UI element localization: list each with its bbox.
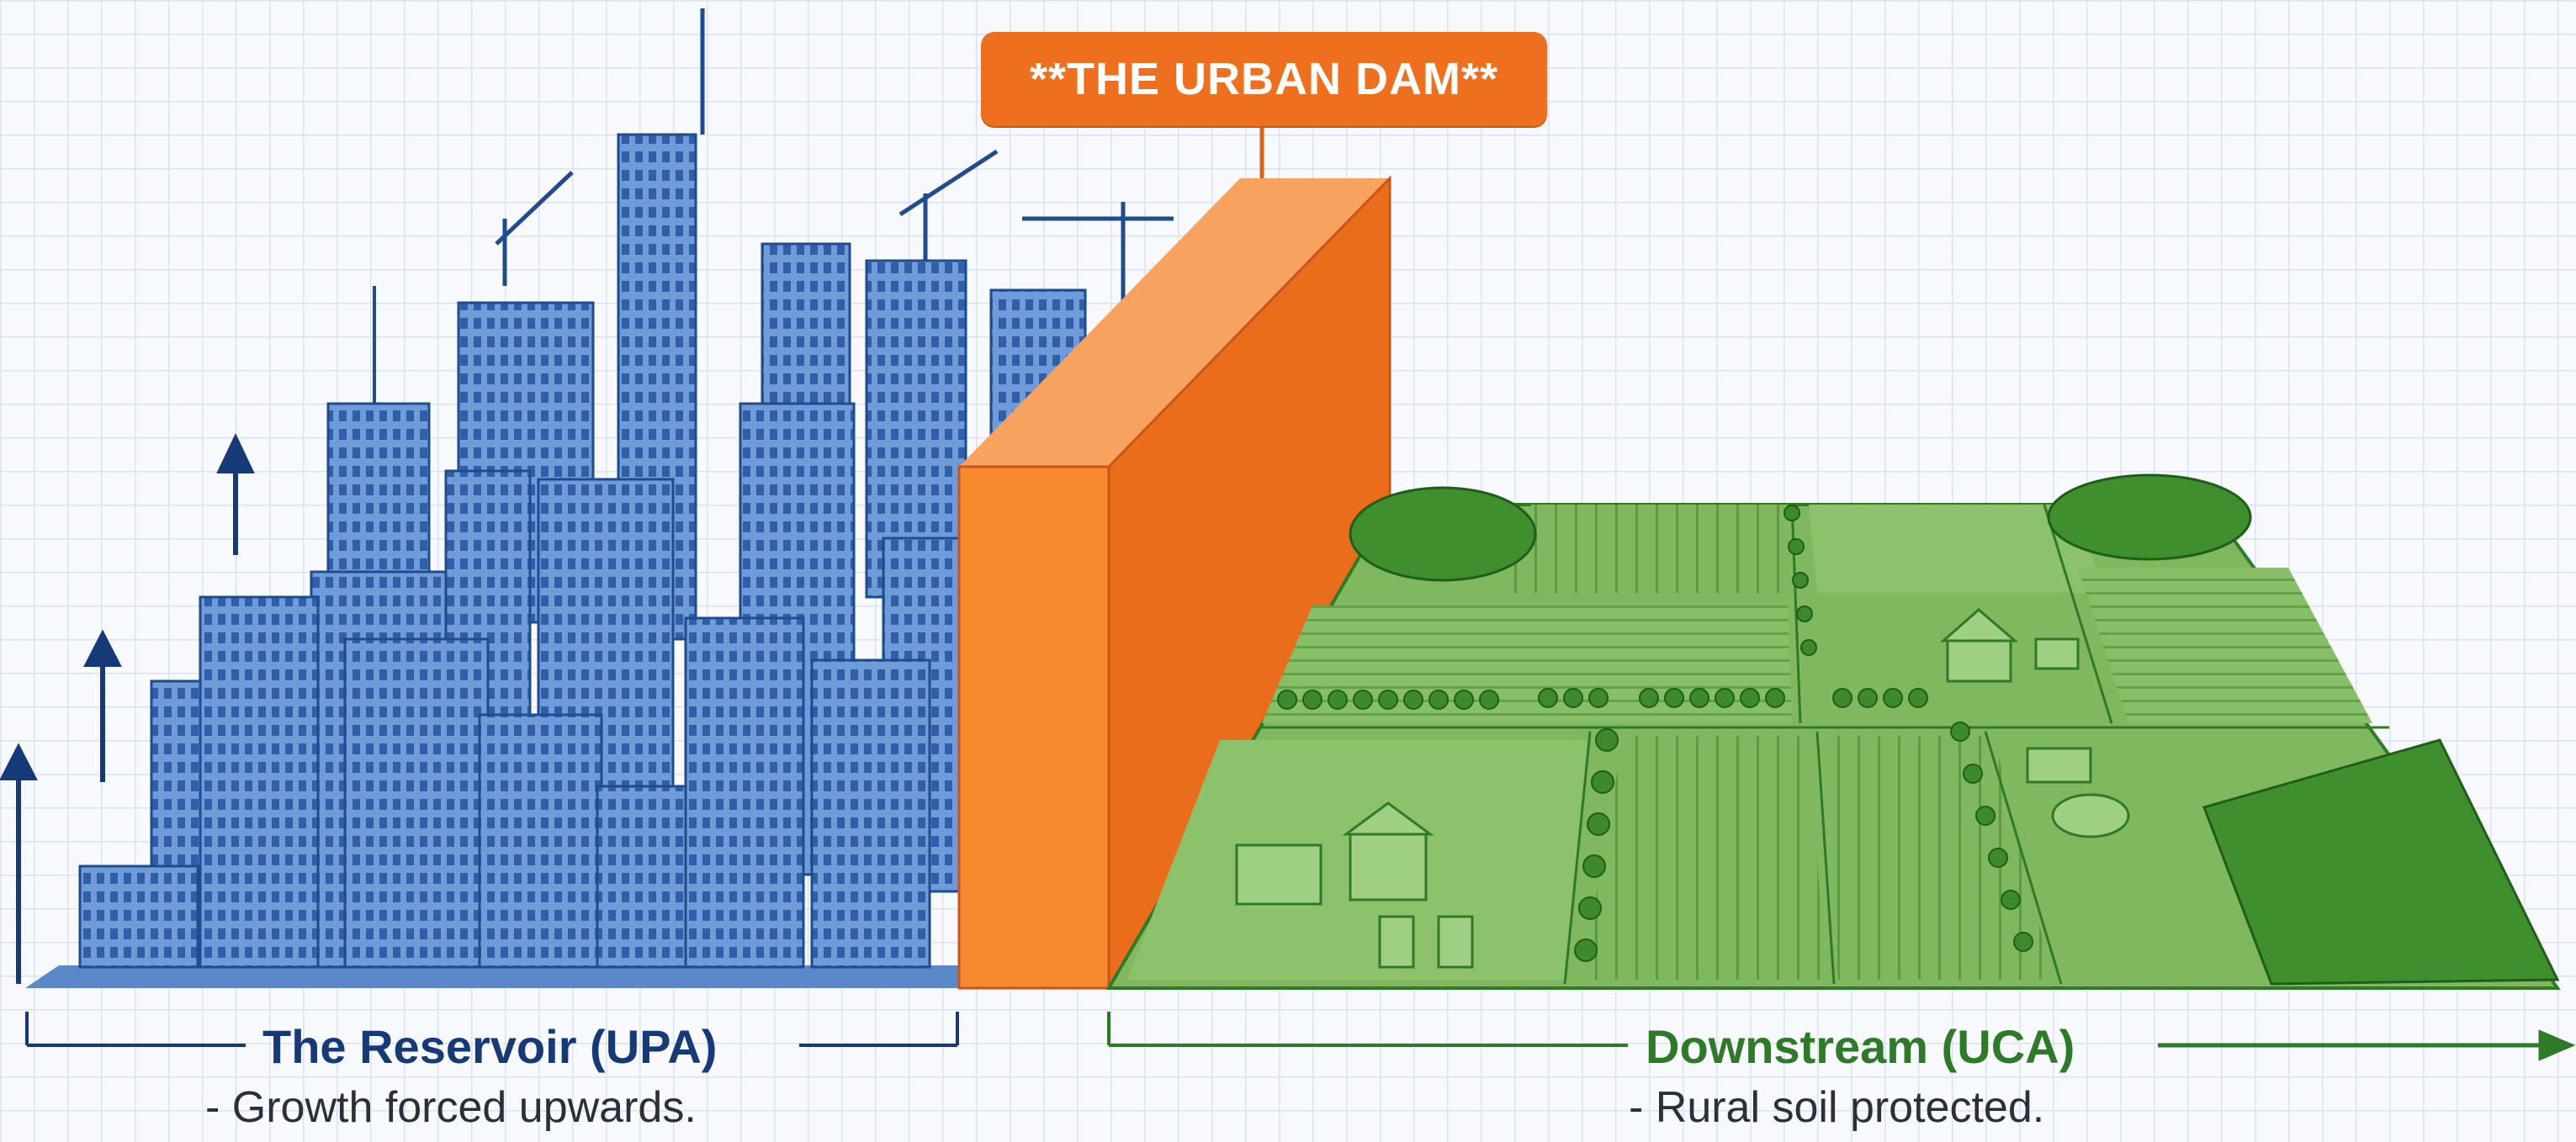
downstream-bracket: [1107, 1012, 1628, 1047]
barn-icon: [1235, 608, 2130, 969]
downstream-title: Downstream (UCA): [1646, 1020, 2075, 1073]
city-front-buildings: [78, 595, 931, 969]
reservoir-subtitle: - Growth forced upwards.: [205, 1083, 697, 1132]
city-reservoir: [0, 8, 1174, 988]
reservoir-title: The Reservoir (UPA): [262, 1020, 718, 1073]
dam-front-face: [957, 465, 1110, 990]
field: [1809, 505, 2107, 593]
reservoir-bracket: [25, 1012, 959, 1047]
dam-top: [959, 178, 1390, 467]
city-ground: [25, 965, 959, 988]
rural-downstream: [1105, 473, 2576, 1061]
crane-icon: [495, 149, 1174, 320]
woodland: [1349, 473, 2560, 986]
right-arrow-icon: [2158, 1029, 2576, 1061]
downstream-subtitle: - Rural soil protected.: [1629, 1083, 2045, 1132]
tree-icon: [1277, 505, 2033, 962]
field: [2078, 568, 2372, 723]
field: [1582, 736, 1826, 980]
up-arrow-icon: [0, 432, 255, 984]
field: [1506, 505, 1796, 593]
field: [1821, 736, 2053, 980]
dam-label: **THE URBAN DAM**: [981, 32, 1547, 126]
